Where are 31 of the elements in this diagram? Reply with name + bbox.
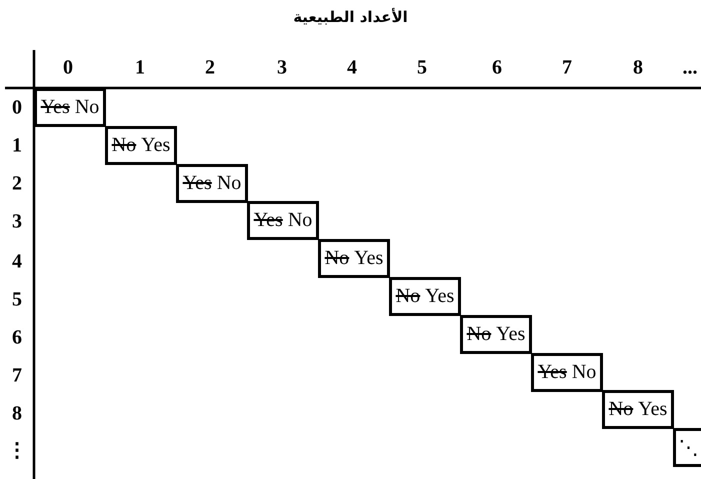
row-header: 0 bbox=[12, 96, 22, 120]
column-header: 3 bbox=[277, 56, 287, 80]
row-header: 6 bbox=[12, 326, 22, 350]
row-header: 8 bbox=[12, 402, 22, 426]
diagonal-cell: Yes No bbox=[34, 88, 106, 127]
column-header: 5 bbox=[417, 56, 427, 80]
diagonal-cell: No Yes bbox=[389, 277, 461, 316]
diagonal-cell: No Yes bbox=[105, 126, 177, 165]
column-header: 7 bbox=[562, 56, 572, 80]
row-header: 7 bbox=[12, 364, 22, 388]
row-header: 3 bbox=[12, 210, 22, 234]
diagonal-cell: No Yes bbox=[460, 314, 532, 354]
diagonal-cell: ⋱ bbox=[673, 428, 701, 468]
column-header: 8 bbox=[633, 56, 643, 80]
diagonal-cell: No Yes bbox=[602, 390, 674, 430]
diagonal-cell: Yes No bbox=[176, 164, 248, 203]
diagonal-cell: No Yes bbox=[318, 239, 390, 278]
column-header: 6 bbox=[492, 56, 502, 80]
row-header: 5 bbox=[12, 288, 22, 312]
diagonal-cell: Yes No bbox=[247, 201, 319, 240]
column-header: 4 bbox=[347, 56, 357, 80]
row-header: 1 bbox=[12, 134, 22, 158]
diagonal-cell: Yes No bbox=[531, 352, 603, 392]
column-header: 0 bbox=[63, 56, 73, 80]
column-header: 2 bbox=[205, 56, 215, 80]
table-title: الأعداد الطبيعية bbox=[293, 8, 408, 26]
column-header: 1 bbox=[135, 56, 145, 80]
row-header: 2 bbox=[12, 172, 22, 196]
row-header: ⋮ bbox=[7, 438, 27, 462]
row-header: 4 bbox=[12, 250, 22, 274]
column-header: ... bbox=[682, 56, 698, 80]
